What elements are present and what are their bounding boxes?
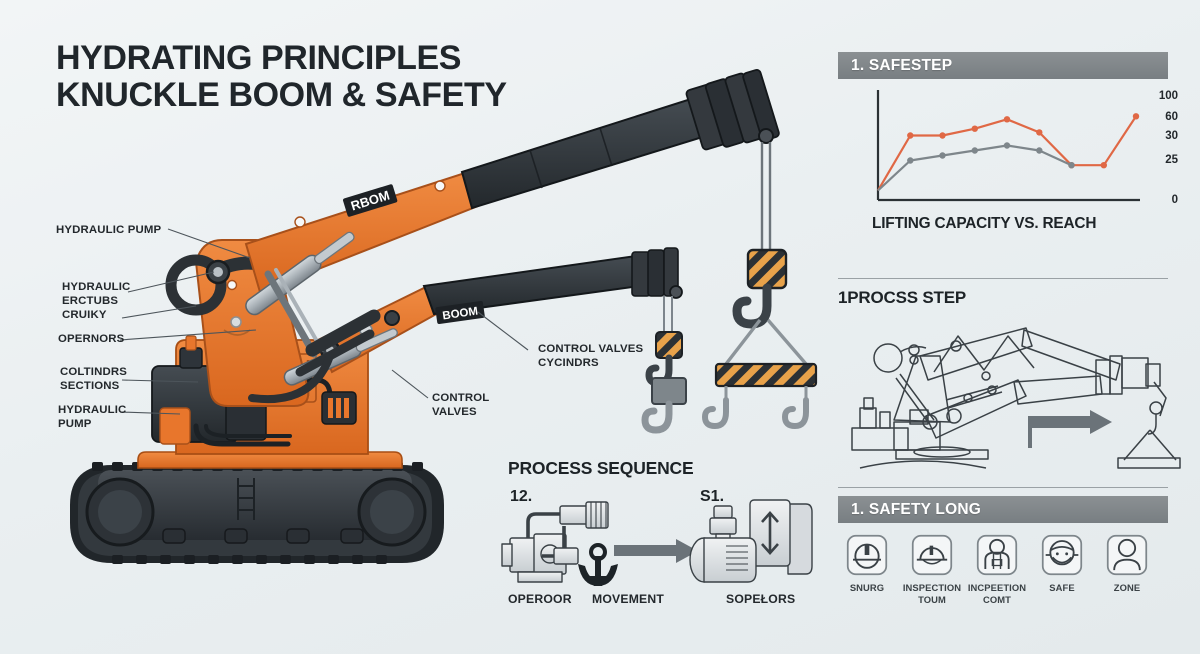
chart-point-lifting-capacity-5	[1036, 129, 1043, 136]
chart-panel-header: 1. SAFESTEP	[838, 52, 1168, 79]
chart-point-lifting-capacity-2	[939, 132, 946, 139]
chart-point-reach-4	[1003, 142, 1011, 149]
crane-illustration: RBOM BOOM	[70, 68, 818, 564]
callout-opernors: OPERNORS	[58, 333, 125, 345]
chart-y-tick-100: 100	[1158, 90, 1178, 102]
movement-anchor-icon	[578, 543, 618, 586]
chart-point-lifting-capacity-7	[1100, 162, 1107, 169]
process-panel-title: 1PROCSS STEP	[838, 288, 966, 307]
knuckle-boom: BOOM	[316, 247, 683, 374]
callout-control-valves-cycindrs: CONTROL VALVES CYCINDRS	[538, 343, 644, 369]
callout-leader-lines	[119, 228, 529, 415]
chart-point-lifting-capacity-1	[907, 132, 914, 139]
chart-point-reach-5	[1036, 147, 1043, 154]
callout-hydraulic-pump-bottom: HYDRAULIC PUMP	[58, 404, 127, 430]
process-step-3-caption: SOPEŁORS	[726, 592, 796, 606]
chart-point-reach-3	[971, 147, 978, 154]
callout-control-valves: CONTROL VALVES	[432, 392, 490, 418]
callout-hydraulic-erctubs: HYDRAULIC ERCTUBS CRUIKY	[62, 281, 131, 321]
knuckle-boom-label: BOOM	[435, 300, 485, 324]
safety-icon-face-mask-icon[interactable]	[1041, 534, 1083, 576]
safety-icon-label-3: SAFE	[1049, 582, 1075, 593]
safety-icon-helmet-inspection-icon[interactable]	[911, 534, 953, 576]
chart-y-tick-0: 0	[1171, 194, 1178, 206]
lifting-capacity-chart: 0 25 30 60 100	[838, 88, 1178, 210]
vertical-movement-arrow-icon	[761, 511, 779, 555]
process-flow-arrow	[1028, 410, 1112, 448]
safety-icon-helmet-icon[interactable]	[846, 534, 888, 576]
safety-icon-label-0: SNURG	[849, 582, 885, 593]
boom-label-secondary-text: BOOM	[442, 306, 479, 323]
title-line-2: KNUCKLE BOOM & SAFETY	[56, 76, 507, 115]
process-sequence-title: PROCESS SEQUENCE	[508, 458, 694, 478]
chart-point-reach-1	[907, 157, 914, 164]
chart-y-tick-25: 25	[1165, 154, 1178, 167]
chart-y-tick-30: 30	[1165, 129, 1178, 142]
track-undercarriage	[70, 462, 444, 564]
process-sequence-arrow	[614, 539, 698, 563]
chart-x-axis-label: LIFTING CAPACITY VS. REACH	[872, 215, 1097, 232]
callout-coltindrs-sections: COLTINDRS SECTIONS	[60, 366, 127, 392]
chart-y-tick-60: 60	[1165, 110, 1178, 123]
chart-point-lifting-capacity-4	[1003, 116, 1011, 123]
callout-hydraulic-pump-top: HYDRAULIC PUMP	[56, 224, 162, 236]
safety-panel-divider	[838, 487, 1168, 488]
main-hook-assembly	[701, 142, 818, 430]
safety-icon-label-1: INSPECTION TOUM	[902, 582, 962, 605]
chart-point-reach-6	[1068, 162, 1075, 169]
chart-point-lifting-capacity-3	[971, 125, 978, 132]
crane-line-diagram	[851, 327, 1181, 469]
chart-point-lifting-capacity-8	[1132, 113, 1140, 120]
auxiliary-hook-assembly	[641, 296, 687, 434]
title-line-1: HYDRATING PRINCIPLES	[56, 39, 462, 77]
safety-icon-label-4: ZONE	[1113, 582, 1141, 593]
process-panel-divider	[838, 278, 1168, 279]
chart-panel-header-label: 1. SAFESTEP	[851, 56, 953, 74]
process-step-2-caption: MOVEMENT	[592, 592, 665, 606]
chart-point-reach-2	[939, 152, 946, 159]
hydraulic-cylinders	[245, 231, 398, 403]
safety-icon-person-icon[interactable]	[1106, 534, 1148, 576]
safety-panel-header: 1. SAFETY LONG	[838, 496, 1168, 523]
safety-icon-label-2: INCPEETION COMT	[967, 582, 1027, 605]
safety-panel-header-label: 1. SAFETY LONG	[851, 500, 981, 518]
chart-line-lifting-capacity	[877, 115, 1137, 192]
chart-plot-area	[876, 90, 1140, 202]
process-step-3-number: S1.	[700, 488, 725, 505]
process-sequence-diagram	[501, 499, 813, 586]
safety-icon-worker-vest-icon[interactable]	[976, 534, 1018, 576]
boom-head	[685, 68, 780, 151]
process-step-1-number: 12.	[510, 488, 533, 505]
process-step-1-caption: OPEROOR	[508, 592, 572, 606]
page-title: HYDRATING PRINCIPLES KNUCKLE BOOM & SAFE…	[56, 39, 536, 115]
